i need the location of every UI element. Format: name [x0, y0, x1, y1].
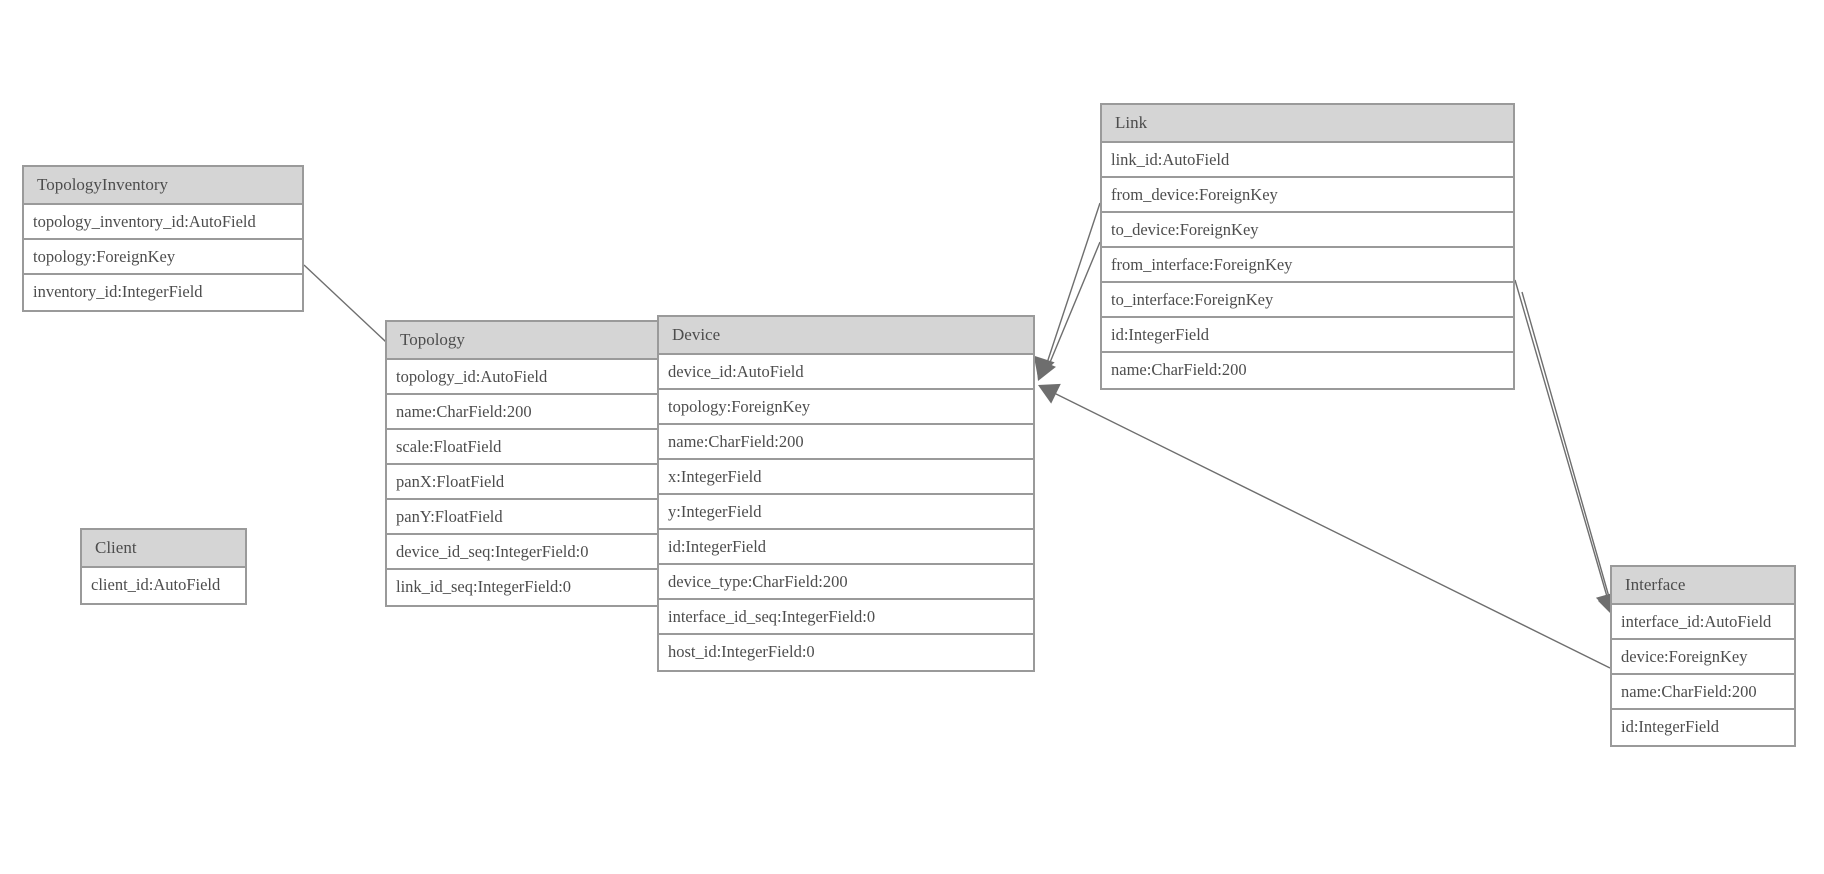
entity-field[interactable]: name:CharField:200	[387, 395, 698, 430]
entity-field[interactable]: topology_inventory_id:AutoField	[24, 205, 302, 240]
entity-title-topologyinventory: TopologyInventory	[24, 167, 302, 205]
entity-field[interactable]: id:IntegerField	[1612, 710, 1794, 745]
relationship-line	[1047, 389, 1611, 669]
entity-field[interactable]: device_id_seq:IntegerField:0	[387, 535, 698, 570]
entity-field[interactable]: interface_id:AutoField	[1612, 605, 1794, 640]
entity-field[interactable]: client_id:AutoField	[82, 568, 245, 603]
relationship-link-to-device	[1035, 241, 1101, 381]
entity-field[interactable]: name:CharField:200	[1612, 675, 1794, 710]
entity-field[interactable]: panX:FloatField	[387, 465, 698, 500]
entity-field[interactable]: name:CharField:200	[1102, 353, 1513, 388]
entity-field[interactable]: device_id:AutoField	[659, 355, 1033, 390]
entity-field[interactable]: topology:ForeignKey	[659, 390, 1033, 425]
relationship-link-from-interface	[1514, 279, 1618, 614]
relationship-arrowhead	[1038, 383, 1061, 404]
entity-field[interactable]: from_device:ForeignKey	[1102, 178, 1513, 213]
entity-field[interactable]: id:IntegerField	[659, 530, 1033, 565]
entity-field[interactable]: panY:FloatField	[387, 500, 698, 535]
entity-field[interactable]: x:IntegerField	[659, 460, 1033, 495]
relationship-interface-device	[1038, 383, 1611, 669]
relationship-line	[1045, 241, 1101, 373]
entity-field[interactable]: link_id_seq:IntegerField:0	[387, 570, 698, 605]
entity-field[interactable]: device_type:CharField:200	[659, 565, 1033, 600]
entity-field[interactable]: to_device:ForeignKey	[1102, 213, 1513, 248]
relationship-line	[1514, 279, 1609, 601]
entity-field[interactable]: inventory_id:IntegerField	[24, 275, 302, 310]
entity-field[interactable]: host_id:IntegerField:0	[659, 635, 1033, 670]
entity-field[interactable]: link_id:AutoField	[1102, 143, 1513, 178]
entity-field[interactable]: from_interface:ForeignKey	[1102, 248, 1513, 283]
entity-field[interactable]: device:ForeignKey	[1612, 640, 1794, 675]
entity-field[interactable]: id:IntegerField	[1102, 318, 1513, 353]
relationship-line	[1045, 202, 1101, 367]
entity-field[interactable]: scale:FloatField	[387, 430, 698, 465]
entity-title-interface: Interface	[1612, 567, 1794, 605]
entity-field[interactable]: topology:ForeignKey	[24, 240, 302, 275]
relationship-link-from-device	[1033, 202, 1101, 378]
entity-title-topology: Topology	[387, 322, 698, 360]
entity-field[interactable]: y:IntegerField	[659, 495, 1033, 530]
entity-title-device: Device	[659, 317, 1033, 355]
entity-field[interactable]: to_interface:ForeignKey	[1102, 283, 1513, 318]
entity-field[interactable]: topology_id:AutoField	[387, 360, 698, 395]
entity-field-list-client: client_id:AutoField	[82, 568, 245, 603]
entity-title-client: Client	[82, 530, 245, 568]
entity-field[interactable]: name:CharField:200	[659, 425, 1033, 460]
entity-title-link: Link	[1102, 105, 1513, 143]
relationship-line	[1521, 291, 1612, 605]
entity-field[interactable]: interface_id_seq:IntegerField:0	[659, 600, 1033, 635]
